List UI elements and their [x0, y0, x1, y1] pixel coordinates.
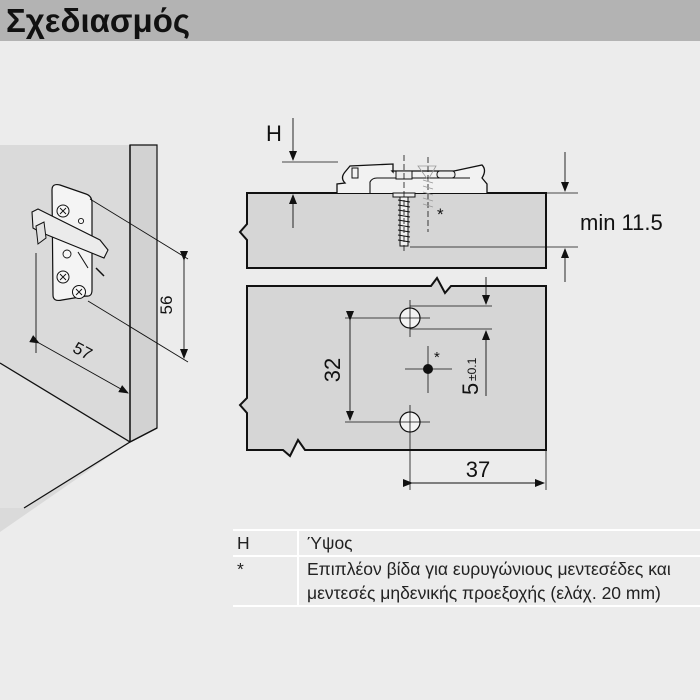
dimension-5: 5 [458, 383, 483, 395]
dimension-37: 37 [466, 457, 490, 482]
legend-top-rule [233, 529, 700, 531]
legend-bottom-rule [233, 605, 700, 607]
legend-key: H [233, 531, 299, 555]
dimension-32: 32 [320, 358, 345, 382]
screw-asterisk-drilling: * [434, 349, 440, 366]
perspective-view: 56 57 [0, 144, 189, 532]
drilling-view: * 32 5 ±0.1 37 [238, 276, 547, 490]
header-bar: Σχεδιασμός [0, 0, 700, 41]
legend-row: * Επιπλέον βίδα για ευρυγώνιους μεντεσέδ… [233, 555, 700, 605]
legend-table: H Ύψος * Επιπλέον βίδα για ευρυγώνιους μ… [233, 529, 700, 607]
screw-asterisk-section: * [437, 205, 444, 224]
mounting-plate-illustration [31, 183, 109, 302]
legend-value: Επιπλέον βίδα για ευρυγώνιους μεντεσέδες… [307, 559, 671, 579]
label-h: H [266, 121, 282, 146]
section-view: * H min 11.5 [238, 118, 663, 282]
legend-key: * [233, 557, 299, 581]
page-title: Σχεδιασμός [6, 2, 191, 39]
legend-row: H Ύψος [233, 531, 700, 555]
dimension-5-tolerance: ±0.1 [465, 357, 479, 381]
legend-value: Ύψος [307, 533, 353, 553]
legend-value: μεντεσές μηδενικής προεξοχής (ελάχ. 20 m… [307, 583, 661, 603]
dimension-56: 56 [157, 296, 176, 315]
dimension-min-11-5: min 11.5 [580, 210, 663, 235]
legend-key [233, 581, 299, 605]
